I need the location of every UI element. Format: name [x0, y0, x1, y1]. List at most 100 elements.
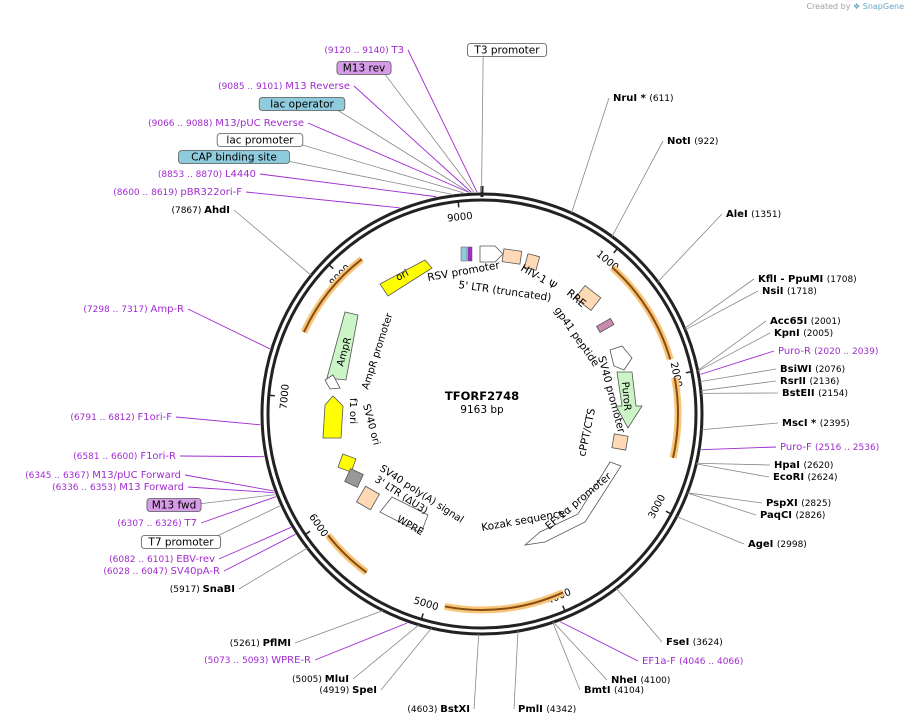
enzyme-leader	[697, 332, 771, 372]
enzyme-label[interactable]: Acc65I (2001)	[770, 316, 841, 327]
enzyme-pos: (5917)	[170, 585, 203, 595]
enzyme-label[interactable]: AgeI (2998)	[748, 539, 807, 550]
enzyme-label[interactable]: BstEII (2154)	[782, 388, 848, 399]
ampr-arrow	[326, 311, 359, 381]
enzyme-pos: (2998)	[777, 540, 807, 550]
primer-label[interactable]: EF1a-F (4046 .. 4066)	[642, 656, 743, 667]
primer-name: F1ori-R	[140, 451, 176, 462]
primer-leader	[353, 85, 472, 193]
primer-range: (2516 .. 2536)	[815, 443, 879, 453]
primer-label[interactable]: (6791 .. 6812) F1ori-F	[70, 412, 172, 423]
primer-label[interactable]: (6028 .. 6047) SV40pA-R	[103, 566, 220, 577]
primer-leader	[560, 621, 639, 662]
primer-label[interactable]: (6307 .. 6326) T7	[117, 518, 197, 529]
enzyme-label[interactable]: (5261) PflMI	[230, 638, 291, 649]
enzyme-leader	[513, 631, 519, 710]
feature-box-label: M13 rev	[343, 63, 386, 75]
primer-label[interactable]: (9120 .. 9140) T3	[324, 45, 404, 56]
enzyme-label[interactable]: MscI * (2395)	[782, 418, 850, 429]
primer-leader	[187, 486, 275, 494]
enzyme-label[interactable]: PspXI (2825)	[766, 498, 831, 509]
primer-label[interactable]: Puro-R (2020 .. 2039)	[778, 346, 878, 357]
feature-leader	[190, 494, 276, 506]
primer-label[interactable]: (6581 .. 6600) F1ori-R	[73, 451, 176, 462]
enzyme-leader	[701, 422, 779, 431]
feature-box[interactable]	[258, 97, 346, 111]
enzyme-label[interactable]: NruI * (611)	[613, 93, 674, 104]
primer-label[interactable]: (6345 .. 6367) M13/pUC Forward	[25, 470, 181, 481]
enzyme-leader	[233, 209, 312, 276]
enzyme-label[interactable]: PmlI (4342)	[518, 704, 576, 715]
feature-ori: ori	[394, 268, 411, 284]
enzyme-leader	[687, 492, 763, 504]
enzyme-pos: (3624)	[693, 638, 723, 648]
m13-rev-mark	[467, 246, 473, 262]
enzyme-label[interactable]: EcoRI (2624)	[773, 472, 837, 483]
enzyme-name: AleI	[726, 209, 751, 220]
enzyme-leader	[685, 290, 759, 331]
feature-leader	[481, 49, 484, 193]
enzyme-label[interactable]: NotI (922)	[667, 136, 718, 147]
enzyme-label[interactable]: FseI (3624)	[666, 637, 723, 648]
feature-box[interactable]	[146, 498, 202, 512]
primer-leader	[700, 350, 775, 375]
primer-label[interactable]: (6082 .. 6101) EBV-rev	[109, 554, 215, 565]
primer-label[interactable]: (5073 .. 5093) WPRE-R	[204, 655, 311, 666]
primer-range: (4046 .. 4066)	[679, 657, 743, 667]
feature-leader	[285, 139, 464, 194]
enzyme-label[interactable]: (5005) MluI	[292, 674, 349, 685]
feature-box[interactable]	[336, 61, 392, 75]
tick-mark	[457, 201, 460, 208]
feature-box[interactable]	[216, 133, 304, 147]
enzyme-label[interactable]: KflI - PpuMI (1708)	[758, 274, 857, 285]
backbone-inner	[266, 198, 698, 630]
primer-label[interactable]: (8600 .. 8619) pBR322ori-F	[113, 187, 242, 198]
enzyme-label[interactable]: RsrII (2136)	[780, 376, 839, 387]
enzyme-pos: (2825)	[801, 499, 831, 509]
enzyme-label[interactable]: PaqCI (2826)	[760, 510, 825, 521]
primer-label[interactable]: (9085 .. 9101) M13 Reverse	[218, 81, 350, 92]
primer-leader	[200, 496, 277, 524]
feature-box[interactable]	[178, 150, 290, 164]
primer-label[interactable]: Puro-F (2516 .. 2536)	[780, 442, 879, 453]
enzyme-name: RsrII	[780, 376, 810, 387]
enzyme-pos: (611)	[649, 94, 673, 104]
enzyme-label[interactable]: (4919) SpeI	[319, 685, 377, 696]
primer-leader	[245, 191, 400, 209]
enzyme-leader	[294, 610, 384, 644]
enzyme-label[interactable]: (7867) AhdI	[171, 205, 230, 216]
enzyme-pos: (5005)	[292, 675, 325, 685]
enzyme-pos: (2136)	[810, 377, 840, 387]
outer-labels: NruI * (611) NotI (922) AleI (1351) KflI - …	[25, 43, 879, 715]
enzyme-label[interactable]: BmtI (4104)	[584, 685, 644, 696]
enzyme-label[interactable]: (5917) SnaBI	[170, 584, 235, 595]
enzyme-label[interactable]: (4603) BstXI	[407, 704, 470, 715]
enzyme-leader	[553, 621, 608, 681]
credit-prefix: Created by	[806, 2, 851, 11]
credit-brand: SnapGene	[862, 2, 904, 11]
enzyme-label[interactable]: NsiI (1718)	[762, 286, 817, 297]
primer-label[interactable]: (8853 .. 8870) L4440	[158, 169, 256, 180]
enzyme-name: FseI	[666, 637, 693, 648]
enzyme-label[interactable]: AleI (1351)	[726, 209, 781, 220]
tick-mark	[420, 613, 424, 620]
feature-box[interactable]	[466, 43, 548, 57]
enzyme-label[interactable]: HpaI (2620)	[774, 460, 833, 471]
primer-range: (6082 .. 6101)	[109, 555, 176, 565]
enzyme-label[interactable]: BsiWI (2076)	[780, 364, 845, 375]
enzyme-label[interactable]: KpnI (2005)	[774, 328, 833, 339]
enzyme-leader	[697, 320, 767, 371]
enzyme-pos: (7867)	[171, 206, 204, 216]
enzyme-pos: (2624)	[808, 473, 838, 483]
primer-name: Puro-R	[778, 346, 814, 357]
primer-name: SV40pA-R	[171, 566, 220, 577]
primer-label[interactable]: (7298 .. 7317) Amp-R	[83, 304, 184, 315]
enzyme-label[interactable]: NheI (4100)	[611, 675, 670, 686]
feature-box-label: M13 fwd	[152, 500, 197, 512]
primer-leader	[187, 308, 270, 350]
puror-arrow	[615, 371, 643, 429]
feature-box[interactable]	[140, 535, 222, 549]
primer-label[interactable]: (6336 .. 6353) M13 Forward	[52, 482, 184, 493]
primer-label[interactable]: (9066 .. 9088) M13/pUC Reverse	[148, 118, 304, 129]
tick-label: 2000	[668, 361, 684, 388]
